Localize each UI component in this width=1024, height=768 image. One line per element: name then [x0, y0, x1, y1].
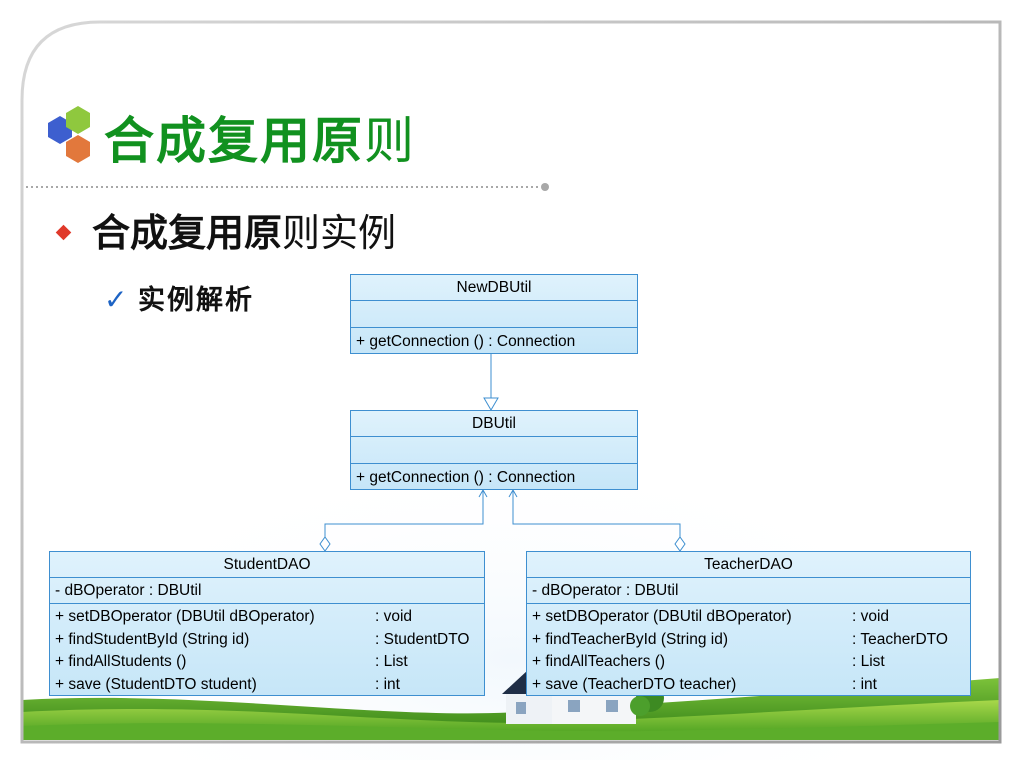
operation-return-type: : TeacherDTO — [852, 630, 948, 648]
operation-signature: + setDBOperator (DBUtil dBOperator) — [55, 608, 315, 625]
class-attribute: - dBOperator : DBUtil — [50, 578, 484, 604]
class-name: TeacherDAO — [527, 552, 970, 578]
class-newdbutil: NewDBUtil + getConnection () : Connectio… — [350, 274, 638, 354]
operation-signature: + findAllStudents () — [55, 653, 187, 670]
operation-return-type: : List — [375, 653, 408, 670]
operation-row: + getConnection () : Connection — [356, 469, 576, 486]
class-name: DBUtil — [351, 411, 637, 437]
bullet-heading-light: 则实例 — [282, 211, 397, 255]
bullet-heading-bold: 合成复用原 — [92, 211, 283, 255]
sub-bullet-text: 实例解析 — [138, 285, 254, 316]
title-light-part: 则 — [364, 112, 416, 170]
operation-return-type: : StudentDTO — [375, 630, 470, 648]
operation-signature: + findTeacherById (String id) — [532, 630, 728, 648]
operation-row: + setDBOperator (DBUtil dBOperator) : voi… — [532, 606, 970, 629]
operation-row: + findAllTeachers () : List — [532, 651, 970, 674]
class-name: StudentDAO — [50, 552, 484, 578]
class-dbutil: DBUtil + getConnection () : Connection — [350, 410, 638, 490]
title-bold-part: 合成复用原 — [104, 112, 364, 170]
operation-signature: + save (TeacherDTO teacher) — [532, 675, 737, 693]
class-teacherdao: TeacherDAO - dBOperator : DBUtil + setDB… — [526, 551, 971, 696]
operation-row: + save (TeacherDTO teacher) : int — [532, 674, 970, 697]
hexagon-logo-icon — [48, 106, 90, 163]
operation-signature: + findStudentById (String id) — [55, 630, 250, 648]
class-studentdao: StudentDAO - dBOperator : DBUtil + setDB… — [49, 551, 485, 696]
class-attributes-empty — [351, 437, 637, 464]
class-operations: + getConnection () : Connection — [351, 464, 637, 491]
class-operations: + setDBOperator (DBUtil dBOperator) : voi… — [527, 604, 970, 696]
operation-return-type: : void — [852, 608, 890, 625]
operation-return-type: : int — [375, 675, 400, 693]
class-attributes-empty — [351, 301, 637, 328]
operation-row: + setDBOperator (DBUtil dBOperator) : voi… — [55, 606, 484, 629]
operation-row: + findStudentById (String id) : StudentDT… — [55, 629, 484, 652]
operation-return-type: : List — [852, 653, 885, 670]
slide-title: 合成复用原则 — [104, 108, 416, 174]
class-operations: + getConnection () : Connection — [351, 328, 637, 355]
operation-return-type: : int — [852, 675, 877, 693]
operation-row: + save (StudentDTO student) : int — [55, 674, 484, 697]
operation-return-type: : void — [375, 608, 413, 625]
operation-signature: + setDBOperator (DBUtil dBOperator) — [532, 608, 792, 625]
operation-signature: + save (StudentDTO student) — [55, 675, 257, 693]
class-attribute: - dBOperator : DBUtil — [527, 578, 970, 604]
operation-row: + findTeacherById (String id) : TeacherDT… — [532, 629, 970, 652]
class-operations: + setDBOperator (DBUtil dBOperator) : voi… — [50, 604, 484, 696]
checkmark-icon: ✓ — [104, 283, 128, 316]
operation-row: + getConnection () : Connection — [356, 333, 576, 350]
operation-signature: + findAllTeachers () — [532, 653, 666, 670]
class-name: NewDBUtil — [351, 275, 637, 301]
operation-row: + findAllStudents () : List — [55, 651, 484, 674]
bullet-heading: 合成复用原则实例 — [92, 208, 396, 258]
